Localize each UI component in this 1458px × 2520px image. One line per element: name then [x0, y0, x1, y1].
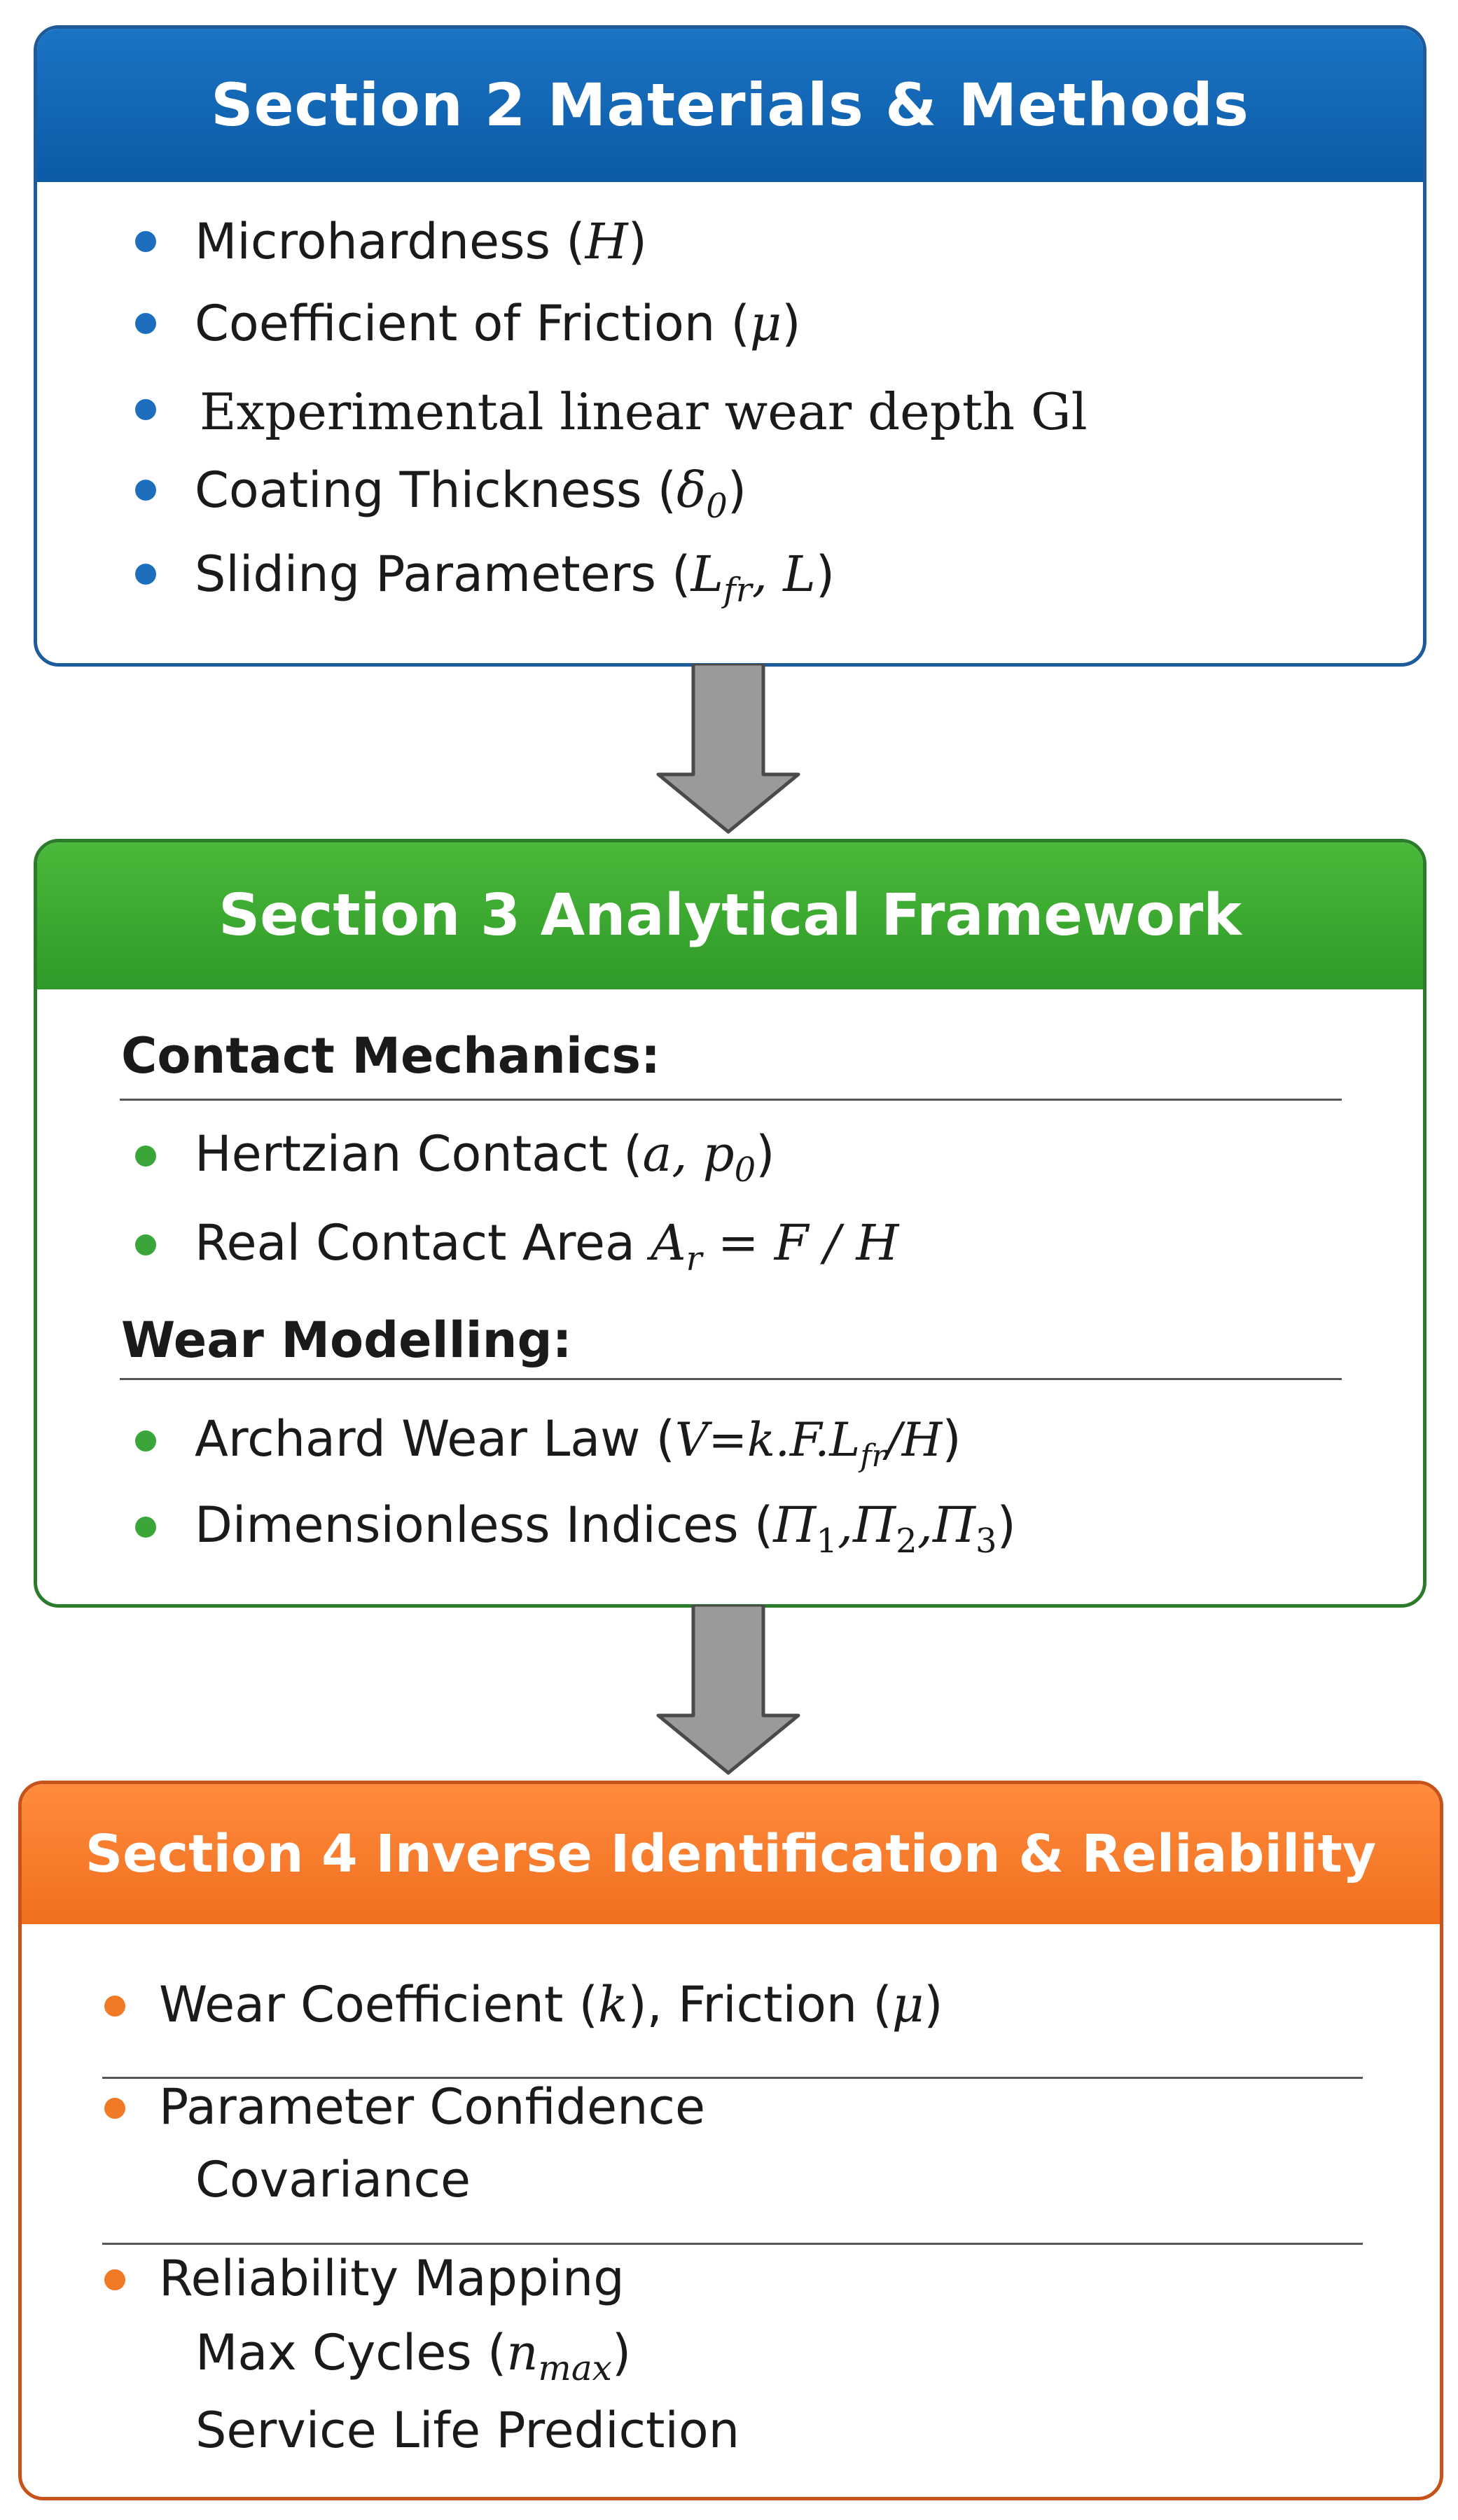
list-item-dimensionless-indices: Dimensionless Indices (Π1,Π2,Π3) [195, 1501, 1016, 1558]
divider [102, 2243, 1363, 2245]
bullet-icon [135, 1517, 156, 1538]
item-text: Sliding Parameters ( [195, 545, 691, 603]
item-close: ) [997, 1496, 1016, 1554]
bullet-icon [135, 231, 156, 252]
item-symbol: V=k.F.L [674, 1413, 861, 1467]
list-item-parameter-confidence: Parameter Confidence [159, 2078, 706, 2136]
item-symbol: H [585, 213, 628, 270]
item-symbol: ,Π [837, 1496, 896, 1554]
list-item-microhardness: Microhardness (H) [195, 217, 647, 266]
list-item-real-contact-area: Real Contact Area Ar = F / H [195, 1218, 898, 1276]
item-subscript: 0 [706, 487, 728, 526]
list-item-service-life: Service Life Prediction [195, 2402, 740, 2459]
item-symbol: A [651, 1214, 686, 1272]
item-subscript: r [686, 1239, 702, 1279]
bullet-icon [135, 313, 156, 334]
divider [120, 1099, 1342, 1101]
item-text: Real Contact Area [195, 1214, 651, 1272]
item-close: ) [756, 1125, 775, 1183]
item-symbol: δ [676, 461, 707, 519]
item-symbol: μ [891, 1976, 924, 2033]
section-3-title: Section 3 Analytical Framework [37, 842, 1423, 989]
item-close: ) [924, 1976, 943, 2033]
item-text: Dimensionless Indices ( [195, 1496, 774, 1554]
item-symbol: μ [749, 295, 782, 352]
wear-modelling-heading: Wear Modelling: [121, 1311, 572, 1369]
item-subscript: 2 [896, 1522, 917, 1561]
bullet-icon [104, 2098, 125, 2119]
item-subscript: fr [860, 1438, 887, 1474]
list-item-friction: Coefficient of Friction (μ) [195, 299, 801, 348]
item-text: Archard Wear Law ( [195, 1410, 675, 1468]
item-close: ) [782, 295, 801, 352]
item-symbol: k [597, 1976, 628, 2033]
list-item-max-cycles: Max Cycles (nmax) [195, 2328, 631, 2386]
divider [120, 1378, 1342, 1380]
section-2-title: Section 2 Materials & Methods [37, 29, 1423, 182]
bullet-icon [135, 480, 156, 501]
item-text: Hertzian Contact ( [195, 1125, 643, 1183]
item-symbol: ,Π [917, 1496, 976, 1554]
item-subscript: 0 [734, 1150, 756, 1190]
item-text: Coating Thickness ( [195, 461, 677, 519]
item-close: ) [942, 1410, 961, 1468]
bullet-icon [135, 564, 156, 585]
section-3-box: Section 3 Analytical Framework Contact M… [34, 839, 1426, 1608]
down-arrow-icon [656, 1605, 800, 1775]
item-symbol: , L [751, 545, 816, 603]
item-text: ), Friction ( [627, 1976, 892, 2033]
item-symbol: a, p [642, 1125, 735, 1183]
item-symbol: n [506, 2324, 539, 2381]
list-item-wear-coefficient: Wear Coefficient (k), Friction (μ) [159, 1980, 943, 2029]
item-symbol: /H [886, 1413, 943, 1467]
item-symbol: = F / H [702, 1214, 899, 1272]
item-subscript: 3 [976, 1522, 997, 1561]
list-item-hertzian-contact: Hertzian Contact (a, p0) [195, 1129, 775, 1187]
bullet-icon [135, 399, 156, 420]
item-close: ) [611, 2324, 632, 2381]
section-4-title: Section 4 Inverse Identification & Relia… [22, 1784, 1440, 2024]
item-text: Microhardness ( [195, 213, 585, 270]
list-item-reliability-mapping: Reliability Mapping [159, 2250, 625, 2307]
bullet-icon [104, 2269, 125, 2290]
list-item-covariance: Covariance [195, 2151, 471, 2208]
down-arrow-icon [656, 664, 800, 834]
item-symbol: L [690, 545, 723, 603]
bullet-icon [104, 1996, 125, 2017]
list-item-wear-depth: Experimental linear wear depth Gl [200, 387, 1088, 437]
item-close: ) [815, 545, 835, 603]
list-item-coating-thickness: Coating Thickness (δ0) [195, 466, 747, 523]
item-close: ) [627, 213, 647, 270]
divider [102, 2077, 1363, 2079]
item-subscript: fr [723, 571, 752, 610]
item-close: ) [727, 461, 747, 519]
list-item-archard-wear-law: Archard Wear Law (V=k.F.Lfr/H) [195, 1414, 961, 1472]
item-subscript: max [538, 2348, 612, 2388]
bullet-icon [135, 1146, 156, 1167]
section-4-box: Section 4 Inverse Identification & Relia… [18, 1781, 1443, 2500]
section-2-box: Section 2 Materials & Methods Microhardn… [34, 25, 1426, 667]
item-text: Wear Coefficient ( [159, 1976, 598, 2033]
item-symbol: Π [773, 1496, 817, 1554]
bullet-icon [135, 1234, 156, 1255]
list-item-sliding-parameters: Sliding Parameters (Lfr, L) [195, 550, 835, 607]
item-text: Coefficient of Friction ( [195, 295, 750, 352]
item-text: Experimental linear wear depth Gl [200, 382, 1088, 441]
item-text: Max Cycles ( [195, 2324, 507, 2381]
contact-mechanics-heading: Contact Mechanics: [121, 1027, 660, 1085]
bullet-icon [135, 1430, 156, 1452]
item-subscript: 1 [816, 1522, 838, 1561]
